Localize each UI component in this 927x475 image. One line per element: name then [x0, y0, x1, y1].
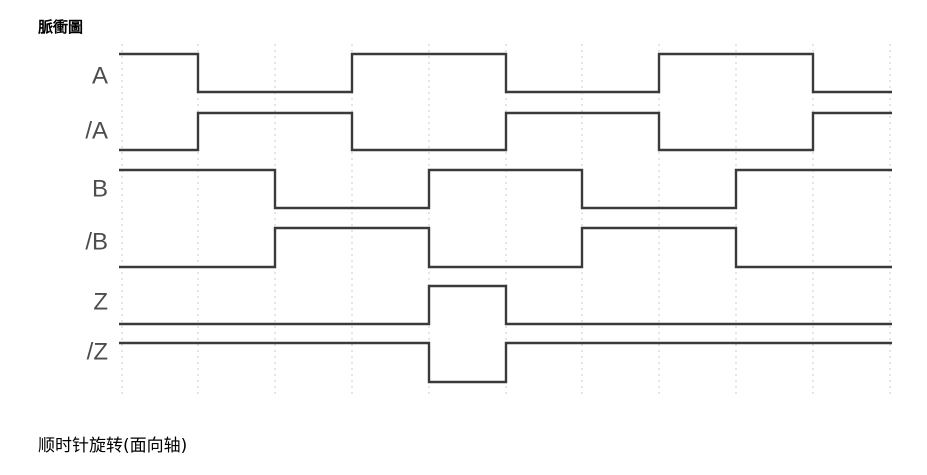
waveform-Z [119, 284, 892, 326]
signal-label-Z: Z [93, 288, 108, 315]
waveform-not-A [119, 111, 892, 152]
waveform-B [119, 168, 892, 210]
signal-label-not-A: /A [85, 117, 108, 144]
gridline-group [121, 44, 891, 397]
signal-label-not-B: /B [85, 228, 108, 255]
signal-label-B: B [92, 175, 108, 202]
signal-label-not-Z: /Z [87, 338, 108, 365]
waveform-not-Z [119, 341, 892, 384]
waveform-A [119, 52, 892, 94]
waveform-group [119, 52, 892, 384]
waveform-not-B [119, 226, 892, 269]
diagram-caption: 顺时针旋转(面向轴) [38, 436, 187, 456]
signal-label-A: A [92, 62, 108, 89]
diagram-title: 脈衝圖 [38, 18, 83, 36]
signal-label-group: A/A B/B Z/Z [85, 62, 108, 365]
